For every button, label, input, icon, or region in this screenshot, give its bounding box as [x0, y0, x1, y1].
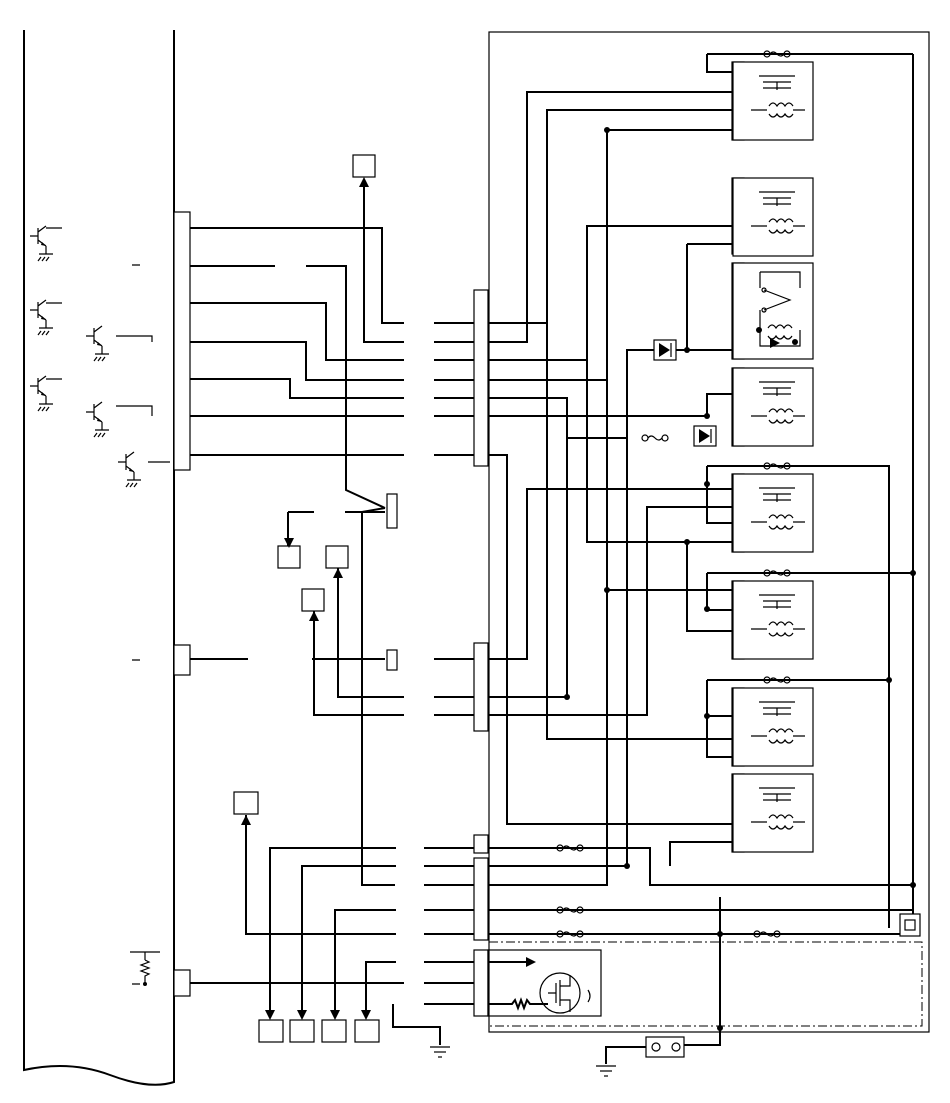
- inline-connector-mid: [386, 649, 398, 671]
- ground-symbol-1: [429, 1046, 451, 1058]
- relay-box-outline: [488, 31, 930, 1033]
- terminal-box-9: [354, 1019, 380, 1043]
- terminal-box-8: [321, 1019, 347, 1043]
- arrow-up-1: [359, 177, 369, 187]
- relay-8: [732, 773, 814, 853]
- control-module-outline: [23, 30, 175, 1086]
- relay-7: [732, 687, 814, 767]
- arrow-down-7: [297, 1010, 307, 1020]
- relay-1: [732, 61, 814, 141]
- terminal-box-4: [301, 588, 325, 612]
- ecu-pullup-resistor: [130, 951, 160, 986]
- ecu-connector-middle: [173, 644, 191, 676]
- relay-box-dashed-section: [489, 941, 923, 1027]
- relay-3-switch: [732, 262, 814, 360]
- ecu-input-stubs: [46, 227, 170, 985]
- fusible-link: [899, 913, 921, 937]
- arrow-up-3: [333, 568, 343, 578]
- terminal-box-7: [289, 1019, 315, 1043]
- arrow-up-5: [241, 815, 251, 825]
- diode-2: [693, 425, 717, 447]
- transistor-driver-4: [29, 375, 54, 412]
- relay-2: [732, 177, 814, 257]
- inline-connector-sensor: [386, 493, 398, 529]
- arrow-down-6: [265, 1010, 275, 1020]
- terminal-box-5: [233, 791, 259, 815]
- relay-4: [732, 367, 814, 447]
- ecu-connector-upper: [173, 211, 191, 471]
- relay-box-connector-c: [473, 834, 489, 854]
- terminal-box-2: [277, 545, 301, 569]
- junction-dots: [564, 127, 916, 1031]
- relay-box-connector-a: [473, 289, 489, 467]
- terminal-box-3: [325, 545, 349, 569]
- transistor-driver-3: [85, 325, 110, 362]
- relay-box-connector-b: [473, 642, 489, 732]
- diode-1: [653, 339, 677, 361]
- terminal-box-1: [352, 154, 376, 178]
- fuse-5: [641, 434, 669, 442]
- relay-box-connector-e: [473, 949, 489, 1017]
- relay-box-connector-d: [473, 857, 489, 941]
- solenoid-module: [487, 949, 602, 1017]
- transistor-driver-1: [29, 225, 54, 262]
- relay-5: [732, 473, 814, 553]
- arrow-down-2: [284, 538, 294, 548]
- transistor-driver-2: [29, 299, 54, 336]
- inline-connector-stubs: [424, 322, 474, 1005]
- transistor-driver-6: [117, 451, 142, 488]
- ground-symbol-2: [595, 1065, 617, 1077]
- battery-block: [605, 1036, 685, 1064]
- arrow-down-8: [330, 1010, 340, 1020]
- ecu-output-wires: [190, 180, 441, 1045]
- ecu-connector-lower: [173, 969, 191, 997]
- relay-box-wires: [488, 53, 914, 1046]
- arrow-down-9: [361, 1010, 371, 1020]
- terminal-box-6: [258, 1019, 284, 1043]
- arrow-up-4: [309, 611, 319, 621]
- transistor-driver-5: [85, 401, 110, 438]
- relay-6: [732, 580, 814, 660]
